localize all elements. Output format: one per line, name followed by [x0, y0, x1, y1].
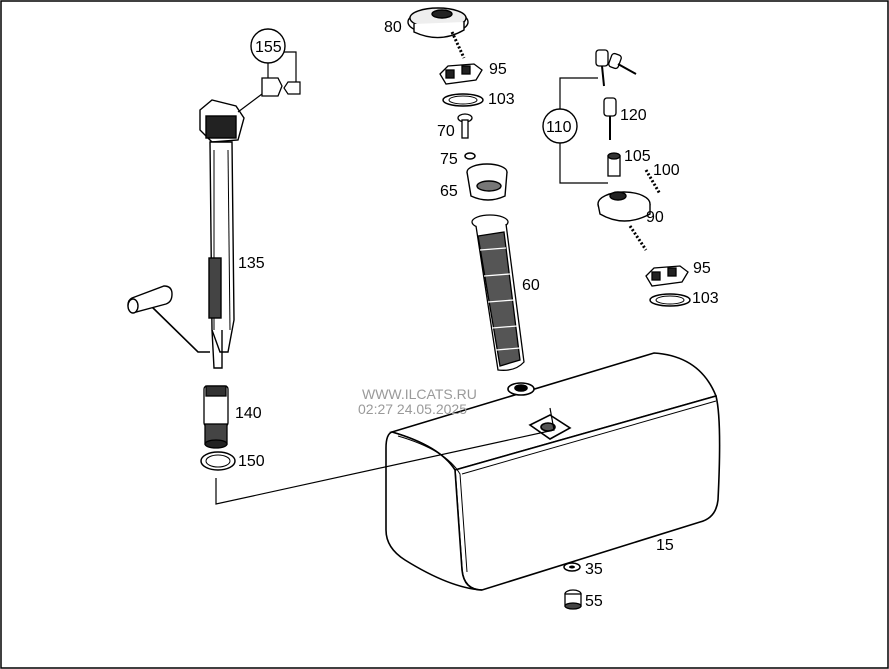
- callout-155[interactable]: 155: [255, 39, 282, 56]
- part-120-key[interactable]: [603, 97, 617, 140]
- callout-75[interactable]: 75: [440, 151, 458, 168]
- part-90-locking-cap[interactable]: [597, 191, 651, 251]
- part-103-ring-upper[interactable]: [442, 93, 484, 107]
- callout-70[interactable]: 70: [437, 123, 455, 140]
- callout-105[interactable]: 105: [624, 148, 651, 165]
- callout-140[interactable]: 140: [235, 405, 262, 422]
- callout-103-lower[interactable]: 103: [692, 290, 719, 307]
- part-fuel-tank[interactable]: [385, 352, 721, 591]
- callout-150[interactable]: 150: [238, 453, 265, 470]
- part-150-seal-ring[interactable]: [200, 451, 236, 471]
- leader-sender-to-tank: [215, 407, 555, 505]
- part-105-lock-cylinder[interactable]: [607, 152, 621, 177]
- callout-120[interactable]: 120: [620, 107, 647, 124]
- part-110-key-set[interactable]: [542, 77, 608, 184]
- callout-95-upper[interactable]: 95: [489, 61, 507, 78]
- part-65-filler-neck[interactable]: [466, 163, 508, 201]
- callout-15[interactable]: 15: [656, 537, 674, 554]
- callout-90[interactable]: 90: [646, 209, 664, 226]
- callout-110[interactable]: 110: [546, 119, 572, 136]
- callout-103-upper[interactable]: 103: [488, 91, 515, 108]
- part-100-spring[interactable]: [644, 169, 662, 195]
- callout-35[interactable]: 35: [585, 561, 603, 578]
- part-95-seal-lower[interactable]: [645, 265, 689, 287]
- part-55-drain-plug[interactable]: [564, 589, 582, 610]
- part-70-screw[interactable]: [457, 113, 473, 139]
- part-140-strainer[interactable]: [203, 385, 229, 449]
- part-35-seal[interactable]: [563, 562, 581, 572]
- callout-95-lower[interactable]: 95: [693, 260, 711, 277]
- callout-55[interactable]: 55: [585, 593, 603, 610]
- callout-100[interactable]: 100: [653, 162, 680, 179]
- part-95-seal-upper[interactable]: [439, 63, 483, 85]
- callout-60[interactable]: 60: [522, 277, 540, 294]
- part-80-tank-cap[interactable]: [407, 7, 469, 59]
- part-keys[interactable]: [595, 49, 637, 87]
- part-60-filler-strainer[interactable]: [471, 214, 525, 371]
- part-75-washer[interactable]: [464, 152, 476, 160]
- part-155-plug[interactable]: [237, 28, 301, 113]
- callout-65[interactable]: 65: [440, 183, 458, 200]
- callout-135[interactable]: 135: [238, 255, 265, 272]
- watermark-site: WWW.ILCATS.RU: [362, 386, 477, 402]
- watermark-timestamp: 02:27 24.05.2025: [358, 401, 467, 417]
- part-fuel-level-sender[interactable]: [127, 99, 245, 369]
- part-103-ring-lower[interactable]: [649, 293, 691, 307]
- callout-80[interactable]: 80: [384, 19, 402, 36]
